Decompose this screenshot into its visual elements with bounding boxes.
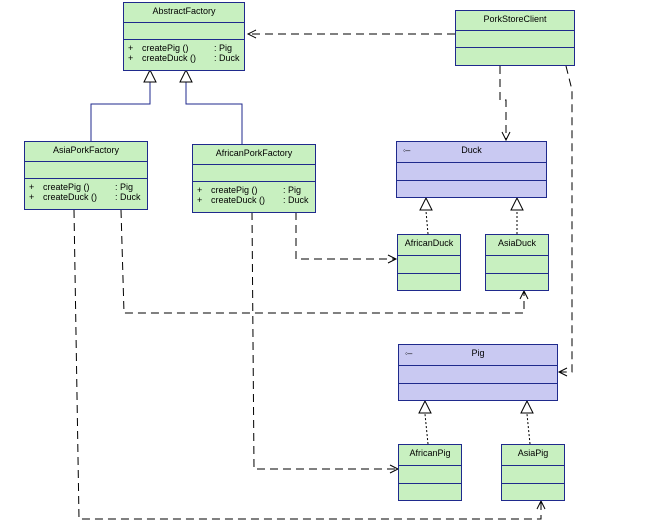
attributes-compartment bbox=[486, 256, 548, 274]
dependency-asia-factory-pig-line bbox=[73, 209, 542, 520]
class-name: Pig bbox=[399, 345, 557, 366]
operation: + createPig () : Pig bbox=[197, 185, 311, 195]
attributes-compartment bbox=[399, 466, 461, 484]
class-name: Duck bbox=[397, 142, 546, 163]
operation: + createPig () : Pig bbox=[128, 43, 240, 53]
class-name: AfricanDuck bbox=[398, 235, 460, 256]
class-african-duck[interactable]: AfricanDuck bbox=[397, 234, 461, 291]
class-asia-pork-factory[interactable]: AsiaPorkFactory + createPig () : Pig + c… bbox=[24, 141, 148, 210]
dependency-arrowhead bbox=[557, 367, 568, 377]
dependency-client-pig-line bbox=[560, 65, 573, 373]
dependency-client-duck-line bbox=[499, 66, 507, 140]
interface-lollipop-icon: ◦– bbox=[403, 146, 411, 155]
attributes-compartment bbox=[25, 162, 147, 179]
realization-arrowhead bbox=[510, 196, 524, 211]
operations-compartment: + createPig () : Pig + createDuck () : D… bbox=[124, 40, 244, 66]
attributes-compartment bbox=[398, 256, 460, 274]
realization-asia-pig-line bbox=[526, 413, 531, 445]
class-name: AsiaPorkFactory bbox=[25, 142, 147, 162]
class-name: AsiaDuck bbox=[486, 235, 548, 256]
operation: + createDuck () : Duck bbox=[197, 195, 311, 205]
operation: + createDuck () : Duck bbox=[128, 53, 240, 63]
attributes-compartment bbox=[456, 31, 574, 48]
visibility: + bbox=[29, 182, 35, 192]
operations-compartment: + createPig () : Pig + createDuck () : D… bbox=[25, 179, 147, 205]
interface-duck[interactable]: ◦– Duck bbox=[396, 141, 547, 198]
dependency-african-factory-pig-line bbox=[251, 211, 398, 470]
operation: + createDuck () : Duck bbox=[29, 192, 143, 202]
dependency-arrowhead bbox=[246, 29, 257, 39]
class-african-pork-factory[interactable]: AfricanPorkFactory + createPig () : Pig … bbox=[192, 144, 316, 213]
operations-compartment bbox=[456, 48, 574, 65]
operation-name: createPig () bbox=[43, 182, 90, 192]
return-type: : Pig bbox=[115, 182, 134, 192]
dependency-arrowhead bbox=[519, 289, 529, 300]
operations-compartment: + createPig () : Pig + createDuck () : D… bbox=[193, 182, 315, 208]
generalization-african-factory-line bbox=[185, 82, 243, 144]
realization-african-duck-line bbox=[425, 210, 429, 235]
operations-compartment bbox=[502, 484, 564, 500]
realization-arrowhead bbox=[418, 399, 432, 414]
dependency-arrowhead bbox=[536, 499, 546, 510]
interface-lollipop-icon: ◦– bbox=[405, 349, 413, 358]
operation-name: createDuck () bbox=[211, 195, 266, 205]
operation-name: createDuck () bbox=[142, 53, 197, 63]
class-name: PorkStoreClient bbox=[456, 11, 574, 31]
realization-african-pig-line bbox=[424, 413, 429, 445]
attributes-compartment bbox=[124, 23, 244, 40]
operation: + createPig () : Pig bbox=[29, 182, 143, 192]
operation-name: createDuck () bbox=[43, 192, 98, 202]
operations-compartment bbox=[398, 274, 460, 290]
visibility: + bbox=[197, 185, 203, 195]
attributes-compartment bbox=[397, 163, 546, 181]
class-asia-pig[interactable]: AsiaPig bbox=[501, 444, 565, 501]
dependency-african-factory-duck-line bbox=[295, 212, 396, 260]
return-type: : Pig bbox=[214, 43, 233, 53]
visibility: + bbox=[128, 43, 134, 53]
return-type: : Duck bbox=[214, 53, 240, 63]
class-asia-duck[interactable]: AsiaDuck bbox=[485, 234, 549, 291]
operations-compartment bbox=[486, 274, 548, 290]
class-abstract-factory[interactable]: AbstractFactory + createPig () : Pig + c… bbox=[123, 2, 245, 71]
dependency-asia-factory-duck-line bbox=[120, 209, 525, 314]
visibility: + bbox=[29, 192, 35, 202]
attributes-compartment bbox=[399, 366, 557, 384]
visibility: + bbox=[128, 53, 134, 63]
operation-name: createPig () bbox=[211, 185, 258, 195]
generalization-asia-factory-line bbox=[90, 82, 151, 141]
return-type: : Duck bbox=[283, 195, 309, 205]
operation-name: createPig () bbox=[142, 43, 189, 53]
generalization-arrowhead bbox=[179, 68, 193, 83]
operations-compartment bbox=[397, 181, 546, 197]
realization-arrowhead bbox=[419, 196, 433, 211]
return-type: : Duck bbox=[115, 192, 141, 202]
class-name: AfricanPig bbox=[399, 445, 461, 466]
attributes-compartment bbox=[502, 466, 564, 484]
class-name: AsiaPig bbox=[502, 445, 564, 466]
class-african-pig[interactable]: AfricanPig bbox=[398, 444, 462, 501]
dependency-arrowhead bbox=[501, 131, 511, 142]
return-type: : Pig bbox=[283, 185, 302, 195]
class-pork-store-client[interactable]: PorkStoreClient bbox=[455, 10, 575, 66]
operations-compartment bbox=[399, 384, 557, 400]
visibility: + bbox=[197, 195, 203, 205]
interface-pig[interactable]: ◦– Pig bbox=[398, 344, 558, 401]
attributes-compartment bbox=[193, 165, 315, 182]
operations-compartment bbox=[399, 484, 461, 500]
class-name: AfricanPorkFactory bbox=[193, 145, 315, 165]
realization-arrowhead bbox=[520, 399, 534, 414]
generalization-arrowhead bbox=[143, 68, 157, 83]
dependency-arrowhead bbox=[387, 254, 398, 264]
class-name: AbstractFactory bbox=[124, 3, 244, 23]
